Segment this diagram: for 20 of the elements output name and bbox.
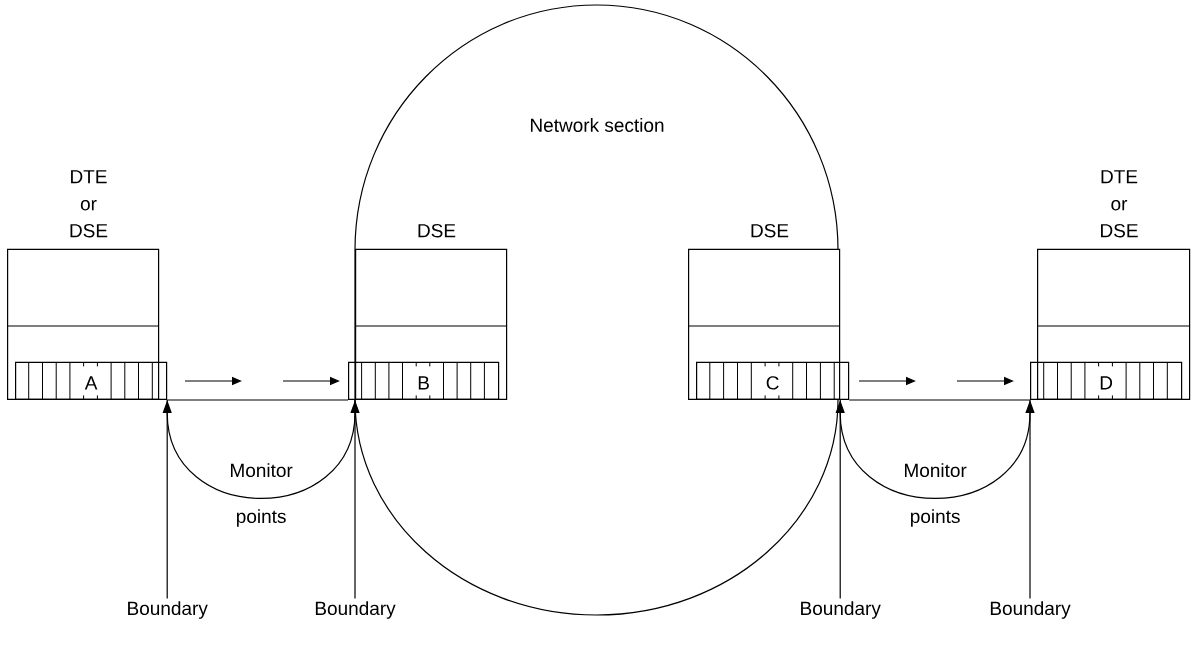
edge-label: Monitor points [905, 463, 967, 527]
node-label: DTE or DSE [70, 170, 108, 238]
boundary-label: Boundary [801, 601, 881, 619]
register-strip: B [348, 361, 500, 401]
register-strip: C [696, 361, 850, 401]
register-strip: D [1030, 361, 1183, 401]
link-line [848, 399, 1031, 401]
boundary-label: Boundary [315, 601, 396, 619]
node-label: DSE [751, 223, 789, 238]
edge-label: Monitor points [231, 463, 293, 527]
link-line [166, 399, 349, 401]
leader-line [1029, 399, 1031, 600]
leader-line [166, 399, 168, 600]
boundary-label: Boundary [128, 601, 208, 619]
leader-line [354, 399, 356, 600]
leader-line [839, 399, 841, 600]
node-label: DSE [418, 223, 456, 238]
node-label: DTE or DSE [1101, 170, 1138, 238]
boundary-label: Boundary [990, 601, 1071, 619]
register-strip: A [15, 361, 168, 401]
